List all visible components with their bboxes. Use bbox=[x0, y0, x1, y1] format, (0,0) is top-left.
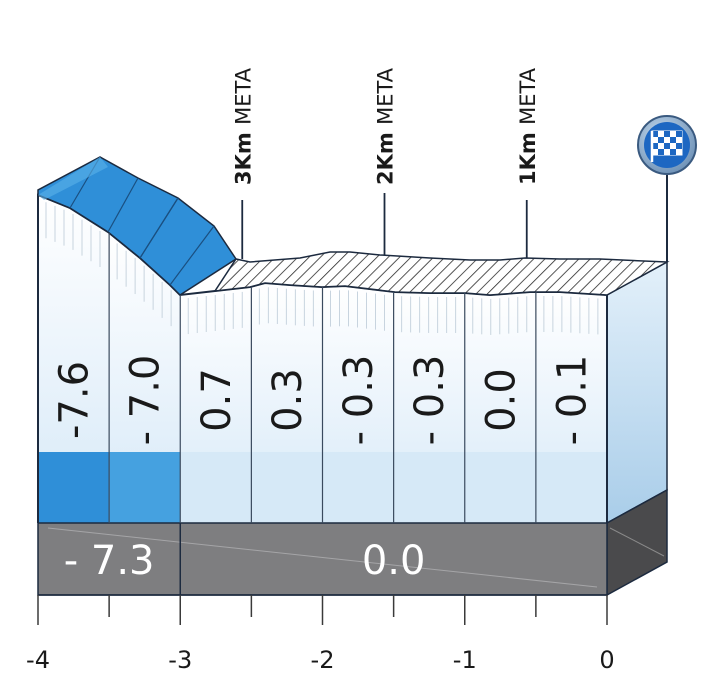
axis-tick-label: -1 bbox=[453, 646, 477, 674]
axis-tick-label: -4 bbox=[26, 646, 50, 674]
flag-square bbox=[664, 131, 670, 137]
gradient-value-label: 0.0 bbox=[478, 368, 524, 432]
gradient-color-bar bbox=[393, 452, 465, 523]
gradient-color-bar bbox=[180, 452, 252, 523]
gradient-value-label: - 0.3 bbox=[407, 355, 453, 446]
flag-square bbox=[652, 143, 658, 149]
gradient-value-label: 0.7 bbox=[194, 368, 240, 432]
column-dividers bbox=[45, 202, 599, 523]
flag-square bbox=[652, 131, 658, 137]
checkered-flag-icon bbox=[650, 130, 683, 162]
km-marker-text: META bbox=[374, 67, 398, 125]
km-marker-text: META bbox=[231, 67, 255, 125]
gradient-color-bar bbox=[109, 452, 181, 523]
flag-square bbox=[658, 137, 664, 143]
km-marker-text: META bbox=[516, 67, 540, 125]
flag-square bbox=[664, 143, 670, 149]
gradient-value-label: -7.6 bbox=[52, 361, 98, 439]
axis-tick-label: 0 bbox=[599, 646, 614, 674]
flag-square bbox=[670, 137, 676, 143]
top-highlight bbox=[38, 157, 108, 200]
km-marker-bold: 2Km bbox=[374, 125, 398, 185]
flag-square bbox=[676, 143, 682, 149]
average-band: - 7.3 0.0 bbox=[37, 522, 608, 596]
top-stripe bbox=[169, 225, 215, 286]
top-stripe bbox=[107, 177, 139, 233]
gradient-value-label: - 0.3 bbox=[336, 355, 382, 446]
top-surface bbox=[37, 156, 670, 296]
average-band-bg bbox=[37, 522, 608, 596]
front-face bbox=[38, 195, 110, 523]
side-base-diagonal bbox=[609, 527, 665, 557]
average-label: - 7.3 bbox=[64, 538, 155, 584]
flag-square bbox=[658, 149, 664, 155]
gradient-color-bar bbox=[464, 452, 536, 523]
gradient-color-bar bbox=[38, 452, 110, 523]
gradient-color-bar bbox=[251, 452, 323, 523]
km-marker-label: 2Km META bbox=[374, 67, 398, 185]
axis-tick-label: -2 bbox=[311, 646, 335, 674]
km-marker-label: 3Km META bbox=[231, 67, 255, 185]
x-axis: -4 -3 -2 -1 0 bbox=[26, 594, 615, 674]
km-marker-bold: 3Km bbox=[231, 125, 255, 185]
gradient-labels: -7.6 - 7.0 0.7 0.3 - 0.3 - 0.3 0.0 - 0.1 bbox=[52, 355, 596, 446]
gradient-color-bar bbox=[322, 452, 394, 523]
gradient-color-bar bbox=[535, 452, 607, 523]
flag-square bbox=[670, 149, 676, 155]
axis-tick-label: -3 bbox=[168, 646, 192, 674]
flag-square bbox=[676, 131, 682, 137]
finish-badge bbox=[637, 115, 697, 262]
average-label: 0.0 bbox=[362, 538, 426, 584]
km-marker-bold: 1Km bbox=[516, 125, 540, 185]
km-marker-label: 1Km META bbox=[516, 67, 540, 185]
gradient-value-label: - 7.0 bbox=[123, 355, 169, 446]
gradient-value-label: 0.3 bbox=[265, 368, 311, 432]
average-band-diagonal bbox=[47, 527, 598, 588]
front-faces bbox=[37, 193, 608, 523]
top-stripe bbox=[139, 197, 179, 259]
gradient-value-label: - 0.1 bbox=[549, 355, 595, 446]
side-face bbox=[606, 260, 668, 525]
